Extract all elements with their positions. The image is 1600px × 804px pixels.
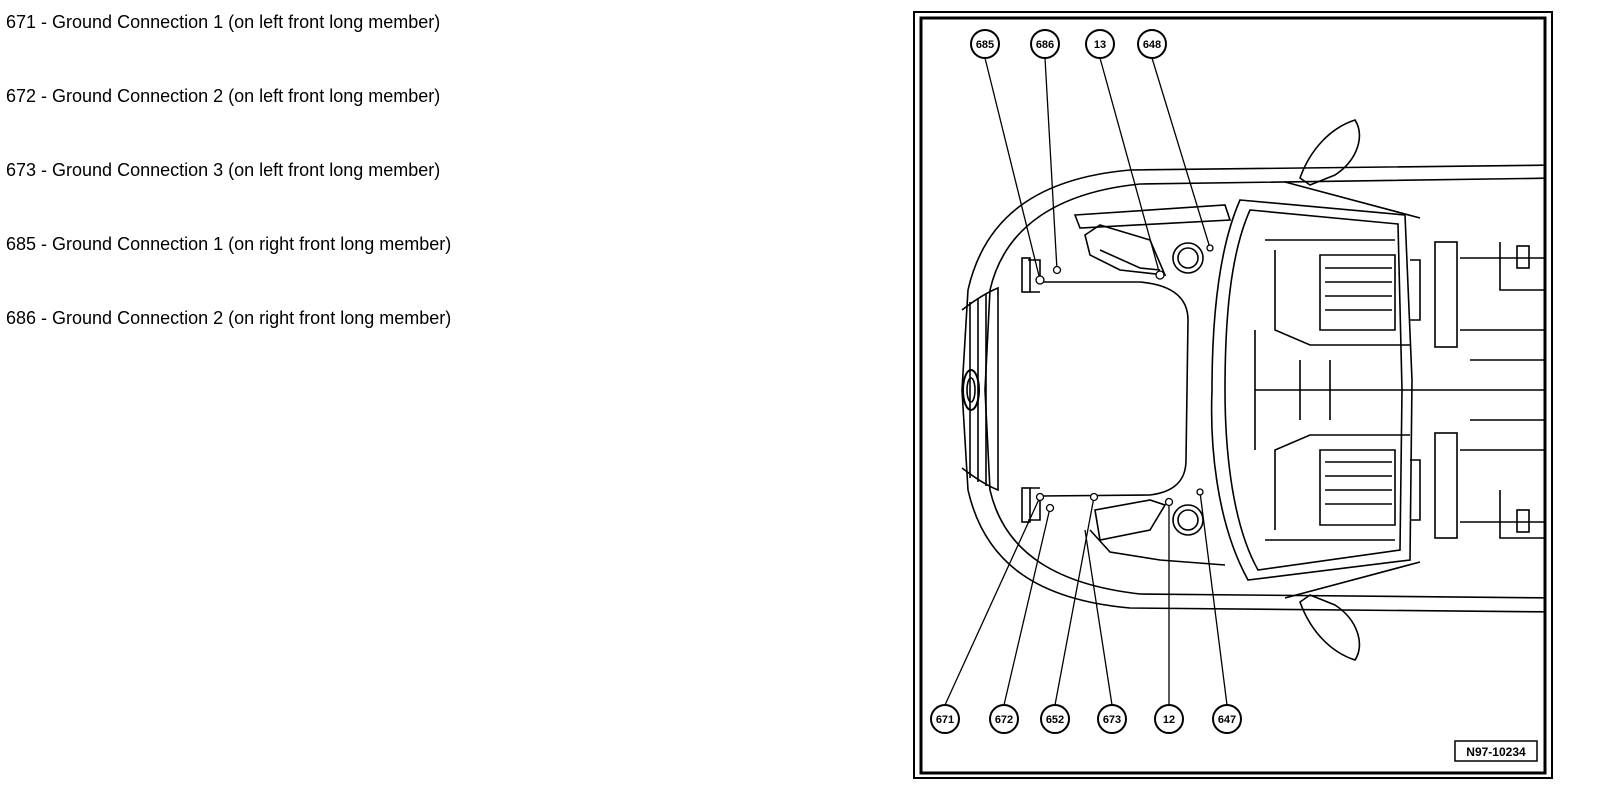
callout-685: 685 <box>970 29 1000 59</box>
callout-12: 12 <box>1154 704 1184 734</box>
svg-text:13: 13 <box>1094 39 1106 51</box>
svg-text:647: 647 <box>1218 714 1236 726</box>
legend-list: 671 - Ground Connection 1 (on left front… <box>6 10 451 330</box>
callout-652: 652 <box>1040 704 1070 734</box>
ground-points <box>1035 244 1214 513</box>
vehicle-drawing <box>961 119 1545 661</box>
legend-item-671: 671 - Ground Connection 1 (on left front… <box>6 12 441 32</box>
callout-686: 686 <box>1030 29 1060 59</box>
callout-648: 648 <box>1137 29 1167 59</box>
diagram-frame-outer <box>913 11 1553 779</box>
callout-13: 13 <box>1085 29 1115 59</box>
legend-item-673: 673 - Ground Connection 3 (on left front… <box>6 160 441 180</box>
svg-text:648: 648 <box>1143 39 1161 51</box>
figure-id: N97-10234 <box>1466 745 1526 759</box>
svg-text:686: 686 <box>1036 39 1054 51</box>
figure-id-box: N97-10234 <box>1454 740 1538 762</box>
callout-671: 671 <box>930 704 960 734</box>
svg-text:12: 12 <box>1163 714 1175 726</box>
callout-672: 672 <box>989 704 1019 734</box>
legend-item-672: 672 - Ground Connection 2 (on left front… <box>6 86 441 106</box>
legend-item-685: 685 - Ground Connection 1 (on right fron… <box>6 234 452 254</box>
svg-text:671: 671 <box>936 714 954 726</box>
svg-text:673: 673 <box>1103 714 1121 726</box>
leader-lines <box>944 57 1228 706</box>
legend-item-686: 686 - Ground Connection 2 (on right fron… <box>6 308 452 328</box>
svg-text:685: 685 <box>976 39 994 51</box>
callout-647: 647 <box>1212 704 1242 734</box>
svg-text:652: 652 <box>1046 714 1064 726</box>
diagram-frame-inner <box>919 16 1547 775</box>
svg-text:672: 672 <box>995 714 1013 726</box>
callout-673: 673 <box>1097 704 1127 734</box>
